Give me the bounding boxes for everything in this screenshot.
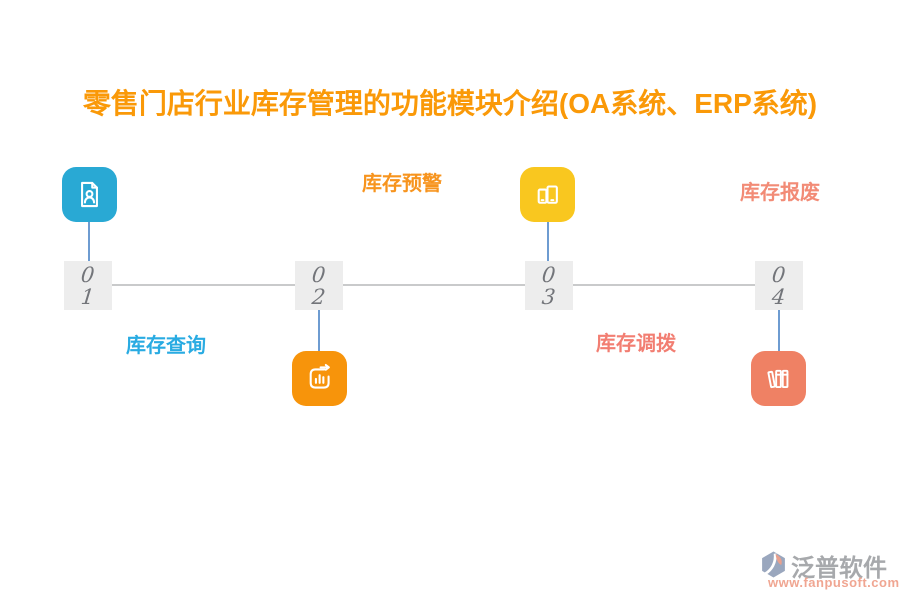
devices-icon bbox=[520, 167, 575, 222]
module-label-inventory-scrap: 库存报废 bbox=[740, 182, 820, 204]
step-digit: 0 bbox=[771, 262, 787, 287]
id-document-icon bbox=[62, 167, 117, 222]
connector-node-3 bbox=[547, 222, 549, 262]
connector-node-4 bbox=[778, 310, 780, 352]
chart-arrow-icon bbox=[292, 351, 347, 406]
module-label-inventory-transfer: 库存调拨 bbox=[596, 333, 676, 355]
step-digit: 4 bbox=[771, 284, 787, 309]
step-digit: 1 bbox=[80, 284, 96, 309]
watermark-brand-text: 泛普软件 bbox=[791, 555, 887, 582]
books-icon bbox=[751, 351, 806, 406]
step-digit: 3 bbox=[541, 284, 557, 309]
step-number-03: 0 3 bbox=[525, 261, 573, 310]
step-digit: 2 bbox=[311, 284, 327, 309]
module-label-inventory-query: 库存查询 bbox=[126, 335, 206, 357]
step-number-02: 0 2 bbox=[295, 261, 343, 310]
step-number-04: 0 4 bbox=[755, 261, 803, 310]
step-number-01: 0 1 bbox=[64, 261, 112, 310]
fanpu-logo-icon bbox=[759, 550, 788, 584]
module-label-inventory-alert: 库存预警 bbox=[362, 173, 442, 195]
connector-node-1 bbox=[88, 222, 90, 262]
watermark-url-text: www.fanpusoft.com bbox=[768, 575, 900, 590]
step-digit: 0 bbox=[311, 262, 327, 287]
connector-node-2 bbox=[318, 310, 320, 352]
step-digit: 0 bbox=[80, 262, 96, 287]
timeline-line bbox=[88, 284, 780, 286]
page-title: 零售门店行业库存管理的功能模块介绍(OA系统、ERP系统) bbox=[82, 88, 818, 119]
step-digit: 0 bbox=[541, 262, 557, 287]
